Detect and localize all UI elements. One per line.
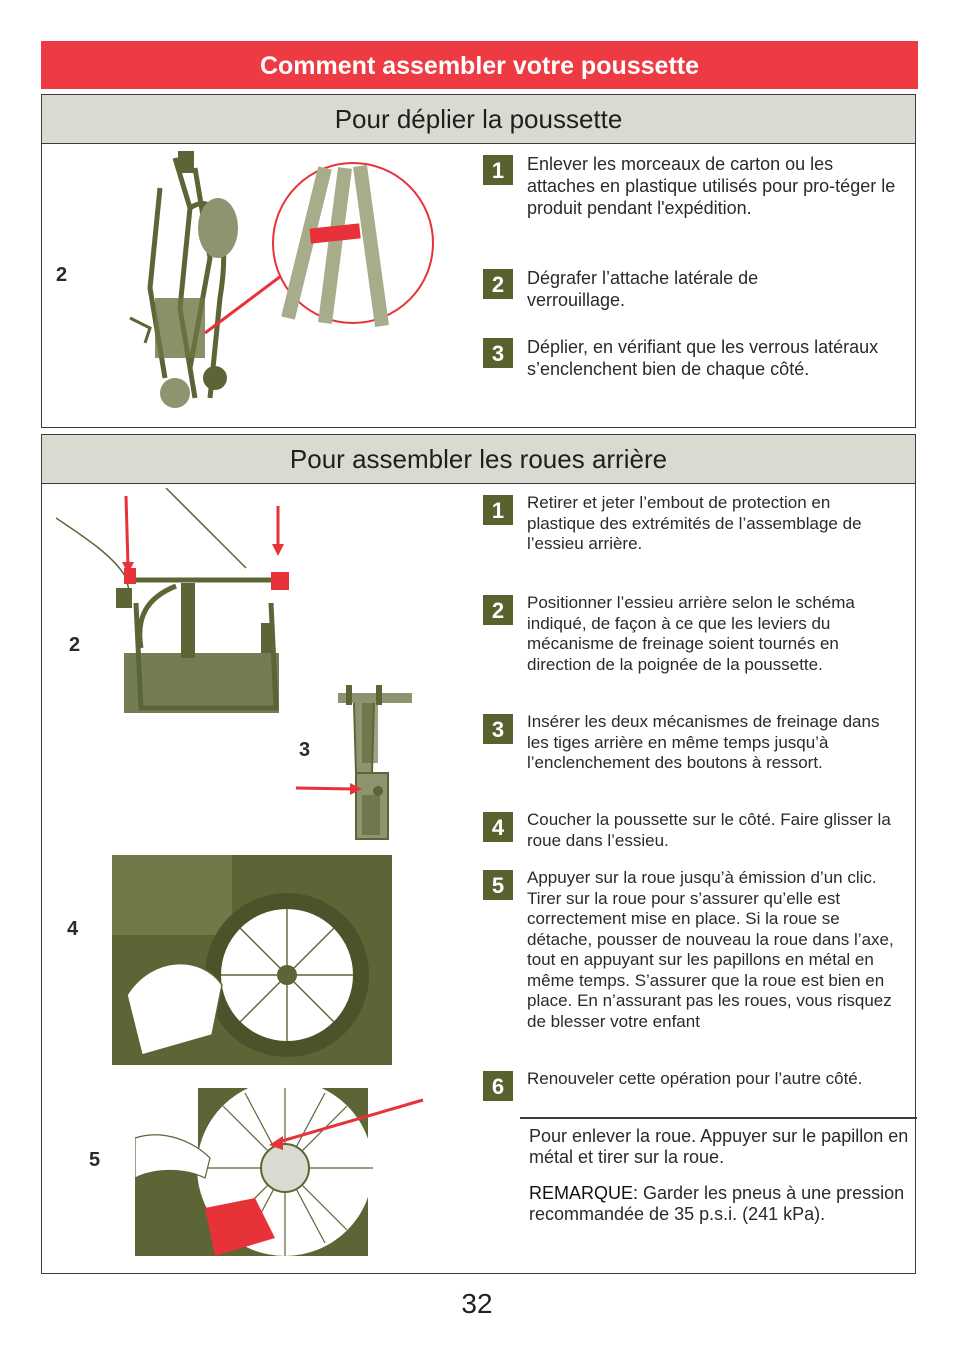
step-badge: 1 (483, 495, 513, 525)
wheel-detail-illustration (135, 1088, 424, 1256)
step-badge: 6 (483, 1071, 513, 1101)
section-unfold-title: Pour déplier la poussette (42, 95, 915, 144)
step-badge: 5 (483, 870, 513, 900)
step-text: Positionner l’essieu arrière selon le sc… (527, 593, 855, 674)
section-rear-wheels-title: Pour assembler les roues arrière (42, 435, 915, 484)
step-text: Dégrafer l’attache latérale de verrouill… (527, 268, 759, 310)
step-text: Appuyer sur la roue jusqu’à émission d’u… (527, 868, 894, 1031)
figure-label: 2 (69, 634, 81, 656)
unfold-step-3: 3 Déplier, en vérifiant que les verrous … (483, 336, 903, 380)
rear-axle-illustration (56, 488, 289, 713)
section-rear-wheels: Pour assembler les roues arrière (41, 434, 916, 1274)
step-badge: 1 (483, 155, 513, 185)
figure-label: 3 (299, 739, 311, 761)
unfold-step-2: 2 Dégrafer l’attache latérale de verroui… (483, 267, 903, 311)
step-badge: 3 (483, 714, 513, 744)
figure-label: 5 (89, 1149, 101, 1171)
step-badge: 2 (483, 595, 513, 625)
page-number: 32 (461, 1288, 493, 1319)
step-badge: 3 (483, 338, 513, 368)
step-text: Insérer les deux mécanismes de freinage … (527, 712, 880, 772)
section-unfold: Pour déplier la poussette (41, 94, 916, 428)
step-text: Enlever les morceaux de carton ou les at… (527, 154, 896, 218)
unfold-step-1: 1 Enlever les morceaux de carton ou les … (483, 153, 903, 219)
folded-stroller-illustration (129, 151, 434, 408)
step-badge: 4 (483, 812, 513, 842)
wheels-step-2: 2 Positionner l’essieu arrière selon le … (483, 593, 908, 675)
wheels-step-1: 1 Retirer et jeter l’embout de protectio… (483, 493, 903, 555)
wheels-step-3: 3 Insérer les deux mécanismes de freinag… (483, 712, 908, 774)
remarque-note: REMARQUE: Garder les pneus à une pressio… (529, 1183, 909, 1224)
note-divider (520, 1117, 917, 1119)
wheel-insertion-illustration (112, 855, 392, 1065)
figure-label: 4 (67, 918, 79, 940)
step-text: Coucher la poussette sur le côté. Faire … (527, 810, 891, 850)
remarque-text: Garder les pneus à une pression recomman… (529, 1183, 905, 1224)
step-text: Déplier, en vérifiant que les verrous la… (527, 337, 879, 379)
step-text: Retirer et jeter l’embout de protection … (527, 493, 862, 553)
figure-label: 2 (56, 264, 68, 286)
wheels-step-5: 5 Appuyer sur la roue jusqu’à émission d… (483, 868, 908, 1032)
brake-mechanism-illustration (295, 685, 412, 840)
wheels-step-6: 6 Renouveler cette opération pour l’autr… (483, 1069, 908, 1101)
step-badge: 2 (483, 269, 513, 299)
remove-wheel-note: Pour enlever la roue. Appuyer sur le pap… (529, 1126, 909, 1167)
remarque-label: REMARQUE: (529, 1183, 639, 1203)
step-text: Renouveler cette opération pour l’autre … (527, 1069, 863, 1088)
wheels-step-4: 4 Coucher la poussette sur le côté. Fair… (483, 810, 908, 851)
page-banner: Comment assembler votre poussette (41, 41, 918, 89)
